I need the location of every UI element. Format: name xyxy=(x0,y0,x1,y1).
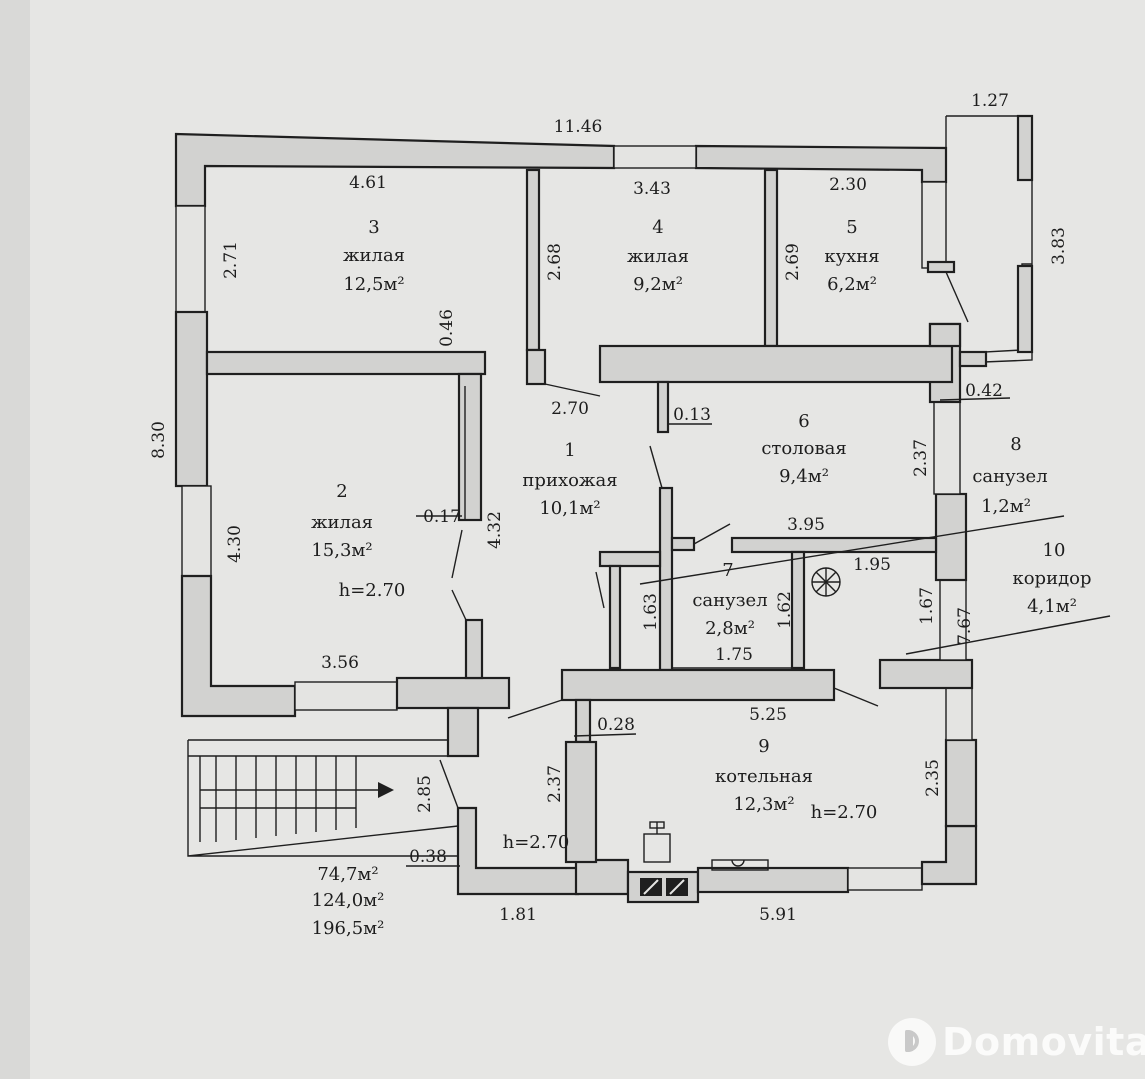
total-area: 124,0м² xyxy=(312,890,385,911)
dim-veranda-length: 3.83 xyxy=(1049,227,1069,265)
room-number: 10 xyxy=(1043,540,1066,561)
dim-right-total: 7.67 xyxy=(955,607,975,645)
watermark-brand: Domovita xyxy=(942,1020,1145,1064)
room-label-9: 9 котельная 12,3м² h=2.70 xyxy=(715,736,877,823)
room-area: 9,2м² xyxy=(633,274,683,295)
dim-wall-013: 0.13 xyxy=(673,405,711,425)
room-area: 2,8м² xyxy=(705,618,755,639)
room-label-1: 1 прихожая 10,1м² xyxy=(522,440,617,519)
room-name: жилая xyxy=(311,512,373,533)
room-label-6: 6 столовая 9,4м² xyxy=(761,411,846,487)
room-label-10: 10 коридор 4,1м² xyxy=(1012,540,1091,617)
room-area: 6,2м² xyxy=(827,274,877,295)
room-number: 7 xyxy=(722,560,733,581)
domovita-logo-icon xyxy=(888,1018,936,1066)
dim-boiler-width: 5.25 xyxy=(749,705,787,725)
dim-veranda-width: 1.27 xyxy=(971,91,1009,111)
room-area: 1,2м² xyxy=(981,496,1031,517)
dim-top-total: 11.46 xyxy=(554,117,603,137)
interior-walls xyxy=(205,168,1111,871)
dim-room2-width: 3.56 xyxy=(321,653,359,673)
dim-porch-width: 1.81 xyxy=(499,905,537,925)
room-area: 15,3м² xyxy=(311,540,372,561)
dim-room4-depth: 2.68 xyxy=(545,243,565,281)
room-name: котельная xyxy=(715,766,813,787)
veranda xyxy=(945,114,1034,368)
room-number: 5 xyxy=(846,217,857,238)
room-number: 6 xyxy=(798,411,809,432)
room-name: столовая xyxy=(761,438,846,459)
room-name: санузел xyxy=(972,466,1047,487)
room-number: 9 xyxy=(758,736,769,757)
room-label-4: 4 жилая 9,2м² xyxy=(627,217,689,295)
room-height: h=2.70 xyxy=(339,580,406,601)
dim-bath-depth-left: 1.63 xyxy=(641,593,661,631)
room-number: 1 xyxy=(564,440,575,461)
dim-room3-depth: 2.71 xyxy=(221,241,241,279)
dim-wall-038: 0.38 xyxy=(409,847,447,867)
dim-boiler-left-depth: 2.37 xyxy=(545,765,565,803)
room-name: коридор xyxy=(1012,568,1091,589)
dimension-labels: 11.46 1.27 3.83 8.30 4.61 2.71 0.46 3.43… xyxy=(149,91,1069,925)
dim-wall-042: 0.42 xyxy=(965,381,1003,401)
room-number: 3 xyxy=(368,217,379,238)
dim-room3-width: 4.61 xyxy=(349,173,387,193)
room-label-3: 3 жилая 12,5м² xyxy=(343,217,405,295)
dim-room2-depth: 4.30 xyxy=(225,525,245,563)
stairs xyxy=(187,739,459,857)
dim-room4-width: 3.43 xyxy=(633,179,671,199)
room-name: кухня xyxy=(824,246,879,267)
room-number: 2 xyxy=(336,481,347,502)
dim-195: 1.95 xyxy=(853,555,891,575)
total-area-full: 196,5м² xyxy=(312,918,385,939)
room-area: 4,1м² xyxy=(1027,596,1077,617)
room-label-5: 5 кухня 6,2м² xyxy=(824,217,879,295)
room-label-8: 8 санузел 1,2м² xyxy=(972,434,1047,517)
dim-room5-width: 2.30 xyxy=(829,175,867,195)
area-totals: 74,7м² 124,0м² 196,5м² xyxy=(312,864,385,939)
room-height: h=2.70 xyxy=(811,802,878,823)
dim-wall-028: 0.28 xyxy=(597,715,635,735)
room-label-2: 2 жилая 15,3м² h=2.70 xyxy=(311,481,405,601)
dim-wall-046: 0.46 xyxy=(437,309,457,347)
dim-porch-depth: 2.85 xyxy=(415,775,435,813)
dim-boiler-right-depth: 2.35 xyxy=(923,759,943,797)
dimension-lines xyxy=(406,397,1011,867)
dim-room5-depth: 2.69 xyxy=(783,243,803,281)
dim-dining-depth: 2.37 xyxy=(911,439,931,477)
total-living-area: 74,7м² xyxy=(317,864,378,885)
room-name: прихожая xyxy=(522,470,617,491)
room-number: 4 xyxy=(652,217,663,238)
room-label-7: 7 санузел 2,8м² xyxy=(692,560,767,639)
dim-porch-height: h=2.70 xyxy=(503,832,570,853)
dim-bath-width: 1.75 xyxy=(715,645,753,665)
dim-corridor-depth: 1.67 xyxy=(917,587,937,625)
room-name: жилая xyxy=(627,246,689,267)
room-area: 10,1м² xyxy=(539,498,600,519)
dim-hall-depth: 4.32 xyxy=(485,511,505,549)
room-area: 12,3м² xyxy=(733,794,794,815)
room-area: 12,5м² xyxy=(343,274,404,295)
dim-door-017: 0.17 xyxy=(423,507,461,527)
dim-dining-width: 3.95 xyxy=(787,515,825,535)
room-number: 8 xyxy=(1010,434,1021,455)
dim-bath-depth-right: 1.62 xyxy=(775,591,795,629)
room-name: жилая xyxy=(343,245,405,266)
exterior-walls xyxy=(174,132,978,904)
dim-left-total: 8.30 xyxy=(149,421,169,459)
stair-arrow-icon xyxy=(378,782,394,798)
room-name: санузел xyxy=(692,590,767,611)
watermark: Domovita xyxy=(888,1018,1145,1066)
dim-bottom-width: 5.91 xyxy=(759,905,797,925)
room-area: 9,4м² xyxy=(779,466,829,487)
dim-hall-270: 2.70 xyxy=(551,399,589,419)
